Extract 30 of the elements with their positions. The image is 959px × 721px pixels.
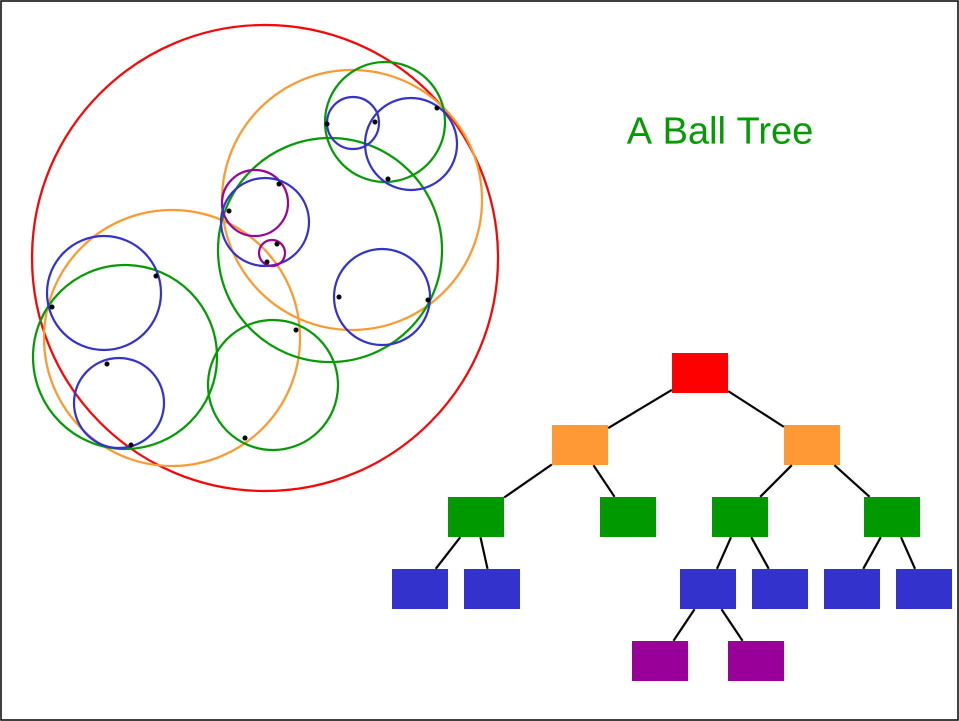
tree-edge — [434, 536, 462, 570]
tree-edge — [592, 464, 616, 498]
tree-edge — [504, 464, 552, 498]
tree-node — [552, 425, 608, 465]
tree-node — [448, 497, 504, 537]
tree-node — [680, 569, 736, 609]
tree-node — [464, 569, 520, 609]
tree-node — [600, 497, 656, 537]
tree-node — [824, 569, 880, 609]
tree-node — [896, 569, 952, 609]
title: A Ball Tree — [626, 116, 812, 144]
tree-node — [784, 425, 840, 465]
tree-edge — [720, 608, 744, 642]
tree-node — [672, 353, 728, 393]
tree-edge — [900, 536, 916, 570]
tree-edge — [716, 536, 732, 570]
tree-node — [864, 497, 920, 537]
tree-edge — [479, 536, 489, 570]
tree-edge — [750, 536, 770, 570]
tree-edge — [862, 536, 882, 570]
tree-node — [712, 497, 768, 537]
tree-node — [392, 569, 448, 609]
tree-edge — [608, 388, 672, 430]
tree-edge — [728, 390, 784, 428]
tree-node — [752, 569, 808, 609]
tree-edge — [834, 464, 870, 498]
tree-edge — [672, 608, 696, 642]
tree-node — [632, 641, 688, 681]
tree-node — [728, 641, 784, 681]
tree-edge — [759, 464, 793, 498]
